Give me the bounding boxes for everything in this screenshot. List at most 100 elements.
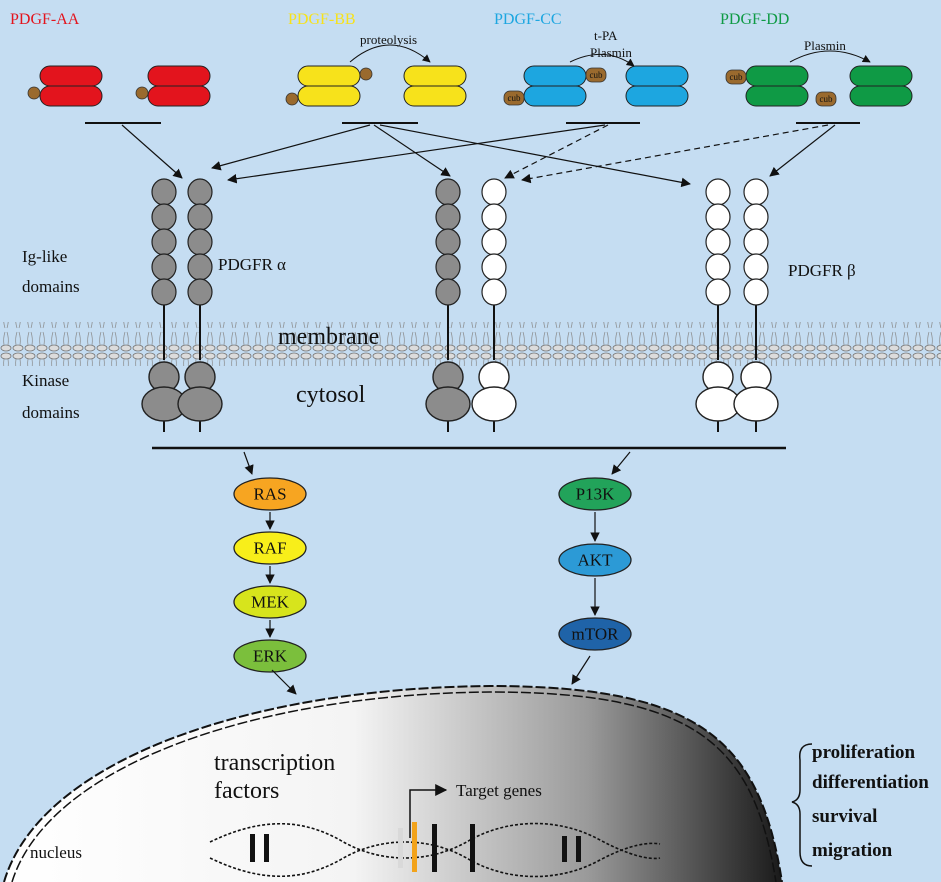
kinase-domain-lower [471,386,517,422]
ig-like-domain [705,178,731,206]
nucleus-label: nucleus [30,843,82,862]
ig-like-domain [435,228,461,256]
erk-to-nucleus-arrow [271,669,297,695]
pdgf-bb-dimer-1 [285,65,373,107]
ig-like-domain [151,278,177,306]
receptor-chain [695,178,741,432]
ig-like-domain [435,278,461,306]
kinase-domain-lower [177,386,223,422]
pdgf-bb-dimer-2 [403,65,467,107]
transcription-label-line1: transcription [214,750,335,776]
pi3k-akt-node: AKT [558,543,632,577]
pdgf-cc-dimer-1: cub cub [503,65,607,107]
ig-like-domain [151,178,177,206]
ig-like-domain [151,253,177,281]
mapk-mek-node: MEK [233,585,307,619]
receptor-alpha-label: PDGFR α [218,255,286,274]
kinase-label-line2: domains [22,403,80,422]
binding-arrows [121,124,836,188]
kinase-label-line1: Kinase [22,371,69,390]
pi3k-p13k-node: P13K [558,477,632,511]
ig-like-domain [187,203,213,231]
ig-like-domain [435,178,461,206]
outcomes-list: proliferationdifferentiationsurvivalmigr… [812,742,929,861]
receptor-group [141,178,779,432]
ig-like-domain [151,228,177,256]
pathway-node-label: RAF [253,539,286,558]
dna-helix [209,822,661,878]
mapk-raf-node: RAF [233,531,307,565]
receptor-chain [425,178,471,432]
ligand-title-cc: PDGF-CC [494,11,562,28]
ligand-title-aa: PDGF-AA [10,11,80,28]
bb-proteolysis-arrow [349,44,431,63]
cc-tpa-label: t-PA [594,28,618,43]
ig-like-domain [151,203,177,231]
pdgf-dd-dimer-1: cub cub [725,65,837,107]
ig-like-domain [743,178,769,206]
nucleus [4,686,782,882]
ig-like-domain [435,203,461,231]
outcomes-brace [791,743,813,867]
pathway-group: RAS RAF MEK ERK P13K AKT mTOR [233,477,632,673]
cub-domain-icon [815,91,837,107]
dd-plasmin-label: Plasmin [804,38,846,53]
ig-like-domain [705,228,731,256]
dna-base-pairs [250,822,581,872]
transcription-start-arrow [409,784,448,838]
pdgf-aa-dimer-2 [135,65,211,107]
ig-like-label-line1: Ig-like [22,247,67,266]
ig-like-domain [705,203,731,231]
ig-like-domain [187,228,213,256]
outcome-item: proliferation [812,742,916,763]
ig-like-domain [743,203,769,231]
cub-label: cub [730,72,743,82]
ig-like-domain [743,278,769,306]
pathway-node-label: ERK [253,647,288,666]
cub-label: cub [590,70,603,80]
outcome-item: differentiation [812,772,929,793]
ig-like-domain [187,278,213,306]
pathway-node-label: P13K [576,485,615,504]
pathway-node-label: RAS [253,485,286,504]
cub-domain-icon [503,90,525,106]
ig-like-domain [481,178,507,206]
ig-like-domain [187,253,213,281]
pdgf-dd-dimer-2 [849,65,913,107]
to-ras-arrow [243,451,254,475]
mapk-erk-node: ERK [233,639,307,673]
bb-proteolysis-label: proteolysis [360,32,417,47]
receptor-beta-label: PDGFR β [788,261,856,280]
ig-like-domain [435,253,461,281]
nuclear-envelope-outer [3,684,783,882]
kinase-domain-lower [733,386,779,422]
receptor-chain [177,178,223,432]
pdgf-cc-dimer-2 [625,65,689,107]
ig-like-domain [481,253,507,281]
ig-like-domain [187,178,213,206]
membrane-label: membrane [278,324,379,350]
receptor-chain [141,178,187,432]
ligand-title-dd: PDGF-DD [720,11,789,28]
ig-like-domain [705,278,731,306]
pi3k-mtor-node: mTOR [558,617,632,651]
target-genes-label: Target genes [456,781,542,800]
nuclear-envelope-inner [11,691,777,882]
cytosol-label: cytosol [296,382,366,408]
ig-like-domain [705,253,731,281]
ig-like-domain [743,253,769,281]
ig-like-domain [481,278,507,306]
outcome-item: survival [812,806,877,827]
mtor-to-nucleus-arrow [571,655,591,685]
ig-like-domain [481,228,507,256]
pathway-node-label: AKT [578,551,614,570]
ig-like-domain [481,203,507,231]
pathway-node-label: MEK [251,593,290,612]
to-pi3k-arrow [611,451,631,475]
ig-like-domain [743,228,769,256]
cub-label: cub [508,93,521,103]
membrane-bilayer [0,322,941,366]
cub-domain-icon [585,67,607,83]
